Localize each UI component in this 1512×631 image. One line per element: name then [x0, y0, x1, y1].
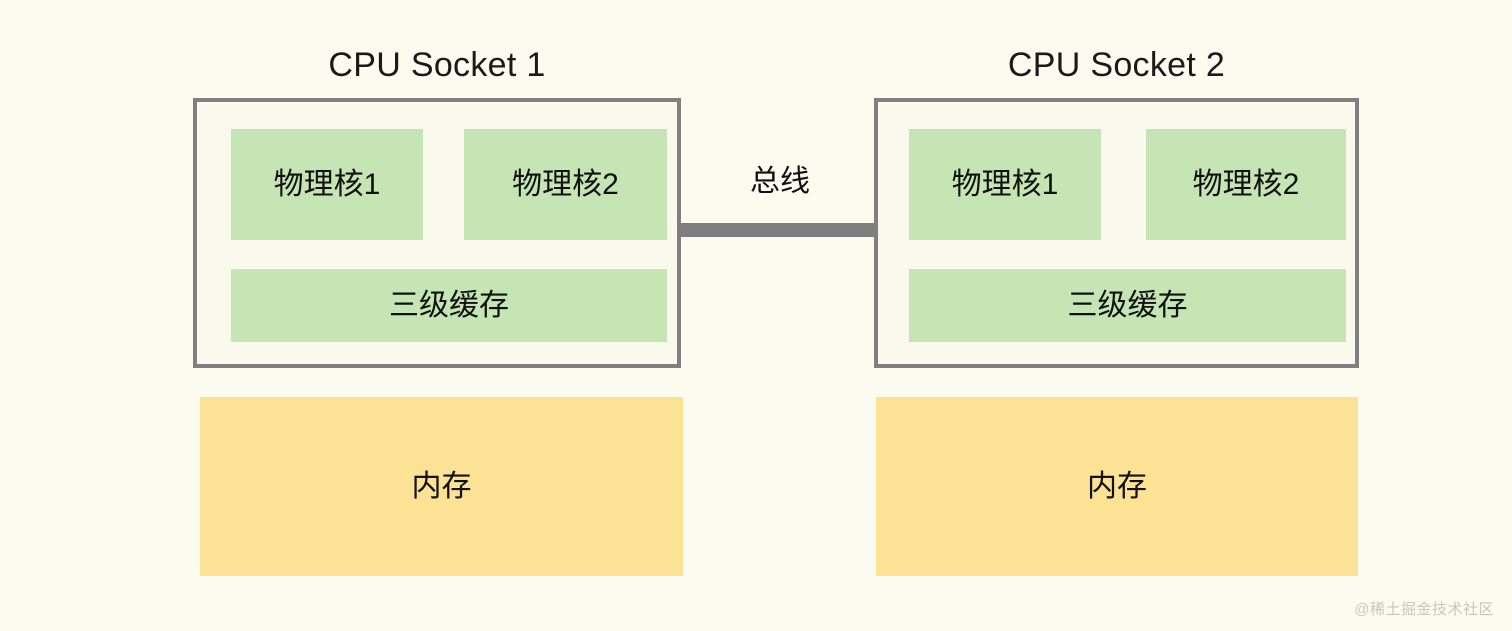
socket-1-core-2-label: 物理核2	[512, 167, 619, 201]
socket-1-memory: 内存	[200, 397, 683, 576]
bus-label: 总线	[750, 165, 810, 198]
socket-1-title: CPU Socket 1	[328, 46, 546, 84]
watermark: @稀土掘金技术社区	[1354, 601, 1494, 618]
socket-2-l3-cache-label: 三级缓存	[1067, 288, 1188, 322]
socket-2-l3-cache: 三级缓存	[909, 269, 1346, 342]
socket-1-core-1: 物理核1	[231, 129, 423, 240]
cpu-socket-1-box: 物理核1 物理核2 三级缓存	[193, 98, 681, 368]
socket-1-core-1-label: 物理核1	[273, 167, 381, 201]
cpu-socket-2-box: 物理核1 物理核2 三级缓存	[874, 98, 1359, 368]
bus-connector	[679, 223, 876, 237]
socket-2-memory: 内存	[876, 397, 1358, 576]
socket-1-core-2: 物理核2	[464, 129, 667, 240]
socket-2-core-1-label: 物理核1	[951, 167, 1059, 201]
socket-2-title: CPU Socket 2	[1007, 46, 1226, 84]
socket-1-memory-label: 内存	[411, 469, 472, 503]
socket-2-memory-label: 内存	[1087, 469, 1147, 503]
socket-2-core-1: 物理核1	[909, 129, 1101, 240]
socket-2-core-2-label: 物理核2	[1192, 167, 1300, 201]
socket-1-l3-cache: 三级缓存	[231, 269, 667, 342]
socket-1-l3-cache-label: 三级缓存	[389, 288, 509, 322]
socket-2-core-2: 物理核2	[1146, 129, 1346, 240]
